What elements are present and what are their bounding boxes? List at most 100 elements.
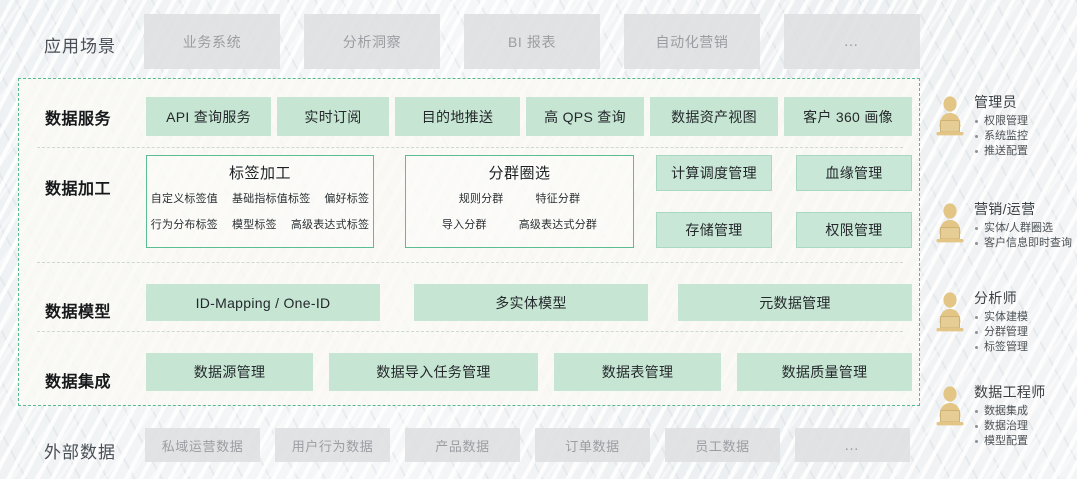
management-chip-0[interactable]: 计算调度管理 [656,155,772,191]
persona-analyst-bullet-0: 实体建模 [974,310,1028,325]
scenario-chip-4-label: … [843,33,861,50]
persona-data-engineer-bullet-0: 数据集成 [974,404,1046,419]
segmentation-item-1[interactable]: 特征分群 [535,193,581,205]
person-at-laptop-icon [932,386,968,430]
segmentation-items-row-1: 规则分群 特征分群 [406,190,633,206]
scenario-chip-0-label: 业务系统 [182,33,242,50]
data-service-chip-0[interactable]: API 查询服务 [146,97,271,136]
data-service-chip-2-label: 目的地推送 [421,108,494,125]
scenario-chip-0[interactable]: 业务系统 [144,14,280,69]
data-service-chip-5-label: 客户 360 画像 [803,108,893,125]
data-integration-chip-0-label: 数据源管理 [193,364,266,380]
management-chip-2[interactable]: 存储管理 [656,212,772,248]
data-service-chip-1-label: 实时订阅 [304,108,362,125]
persona-marketing-operations-bullet-0: 实体/人群圈选 [974,221,1072,236]
persona-analyst-title: 分析师 [974,290,1017,306]
row-label-application-scenarios: 应用场景 [44,37,116,56]
data-integration-chip-3[interactable]: 数据质量管理 [737,353,912,391]
tag-item-3[interactable]: 行为分布标签 [150,219,218,231]
persona-data-engineer: 数据工程师 数据集成 数据治理 模型配置 [932,382,1046,449]
external-data-chip-3-label: 订单数据 [565,438,620,454]
persona-admin-bullet-2: 推送配置 [974,144,1028,159]
persona-analyst: 分析师 实体建模 分群管理 标签管理 [932,288,1028,355]
data-model-chip-1[interactable]: 多实体模型 [414,284,648,321]
persona-analyst-text: 分析师 实体建模 分群管理 标签管理 [974,288,1028,355]
data-integration-chip-2[interactable]: 数据表管理 [554,353,721,391]
row-label-data-service: 数据服务 [45,111,112,128]
data-service-chip-3-label: 高 QPS 查询 [544,108,626,125]
row-label-data-processing: 数据加工 [45,181,112,198]
data-integration-chip-1-label: 数据导入任务管理 [376,364,491,380]
segmentation-item-2[interactable]: 导入分群 [441,219,487,231]
group-title-tag-processing: 标签加工 [228,165,291,182]
row-label-external-data: 外部数据 [44,443,116,462]
data-service-chip-1[interactable]: 实时订阅 [277,97,389,136]
data-integration-chip-3-label: 数据质量管理 [781,364,868,380]
persona-analyst-bullet-1: 分群管理 [974,325,1028,340]
data-model-chip-2[interactable]: 元数据管理 [678,284,912,321]
external-data-chip-5-label: … [844,436,861,454]
scenario-chip-3[interactable]: 自动化营销 [624,14,760,69]
persona-admin: 管理员 权限管理 系统监控 推送配置 [932,92,1028,159]
external-data-chip-1[interactable]: 用户行为数据 [275,428,390,462]
data-model-chip-2-label: 元数据管理 [759,294,831,311]
external-data-chip-4[interactable]: 员工数据 [665,428,780,462]
scenario-chip-2-label: BI 报表 [507,33,557,50]
tag-item-0[interactable]: 自定义标签值 [150,193,218,205]
row-label-data-integration: 数据集成 [45,374,112,391]
persona-analyst-bullet-2: 标签管理 [974,340,1028,355]
persona-data-engineer-title: 数据工程师 [974,384,1046,400]
persona-admin-bullet-1: 系统监控 [974,129,1028,144]
group-box-segmentation[interactable]: 分群圈选 规则分群 特征分群 导入分群 高级表达式分群 [405,155,634,248]
external-data-chip-0[interactable]: 私域运营数据 [145,428,260,462]
person-at-laptop-icon [932,203,968,247]
data-integration-chip-0[interactable]: 数据源管理 [146,353,313,391]
data-model-chip-0[interactable]: ID-Mapping / One-ID [146,284,380,321]
tag-item-1[interactable]: 基础指标值标签 [232,193,311,205]
external-data-chip-4-label: 员工数据 [695,438,750,454]
person-at-laptop-icon [932,96,968,140]
persona-marketing-operations-title: 营销/运营 [974,201,1036,217]
data-service-chip-5[interactable]: 客户 360 画像 [784,97,912,136]
persona-admin-text: 管理员 权限管理 系统监控 推送配置 [974,92,1028,159]
data-integration-chip-1[interactable]: 数据导入任务管理 [329,353,538,391]
tag-item-5[interactable]: 高级表达式标签 [290,219,370,231]
management-chip-1[interactable]: 血缘管理 [796,155,912,191]
tag-item-4[interactable]: 模型标签 [232,219,277,231]
data-service-chip-4-label: 数据资产视图 [671,108,757,125]
data-service-chip-2[interactable]: 目的地推送 [395,97,520,136]
segmentation-item-3[interactable]: 高级表达式分群 [518,219,598,231]
person-at-laptop-icon [932,292,968,336]
management-chip-2-label: 存储管理 [685,222,743,238]
persona-admin-title: 管理员 [974,94,1017,110]
persona-admin-bullet-0: 权限管理 [974,114,1028,129]
external-data-chip-0-label: 私域运营数据 [161,438,244,454]
data-model-chip-0-label: ID-Mapping / One-ID [195,294,331,311]
data-service-chip-3[interactable]: 高 QPS 查询 [526,97,644,136]
scenario-chip-4[interactable]: … [784,14,920,69]
data-model-chip-1-label: 多实体模型 [495,294,567,311]
data-integration-chip-2-label: 数据表管理 [601,364,674,380]
external-data-chip-3[interactable]: 订单数据 [535,428,650,462]
management-chip-3-label: 权限管理 [825,222,883,238]
scenario-chip-2[interactable]: BI 报表 [464,14,600,69]
external-data-chip-2[interactable]: 产品数据 [405,428,520,462]
external-data-chip-5[interactable]: … [795,428,910,462]
scenario-chip-1-label: 分析洞察 [342,33,402,50]
tag-processing-items-row-1: 自定义标签值 基础指标值标签 偏好标签 [147,190,373,206]
data-service-chip-4[interactable]: 数据资产视图 [650,97,778,136]
row-divider-1 [37,147,903,148]
group-box-tag-processing[interactable]: 标签加工 自定义标签值 基础指标值标签 偏好标签 行为分布标签 模型标签 高级表… [146,155,374,248]
persona-marketing-operations-text: 营销/运营 实体/人群圈选 客户信息即时查询 [974,199,1072,251]
scenario-chip-1[interactable]: 分析洞察 [304,14,440,69]
tag-item-2[interactable]: 偏好标签 [324,193,370,205]
external-data-chip-2-label: 产品数据 [435,438,490,454]
persona-marketing-operations-bullet-1: 客户信息即时查询 [974,236,1072,251]
group-title-segmentation: 分群圈选 [488,165,551,182]
segmentation-item-0[interactable]: 规则分群 [458,193,504,205]
persona-marketing-operations: 营销/运营 实体/人群圈选 客户信息即时查询 [932,199,1072,251]
row-label-data-model: 数据模型 [45,304,112,321]
segmentation-items-row-2: 导入分群 高级表达式分群 [406,216,633,232]
management-chip-3[interactable]: 权限管理 [796,212,912,248]
